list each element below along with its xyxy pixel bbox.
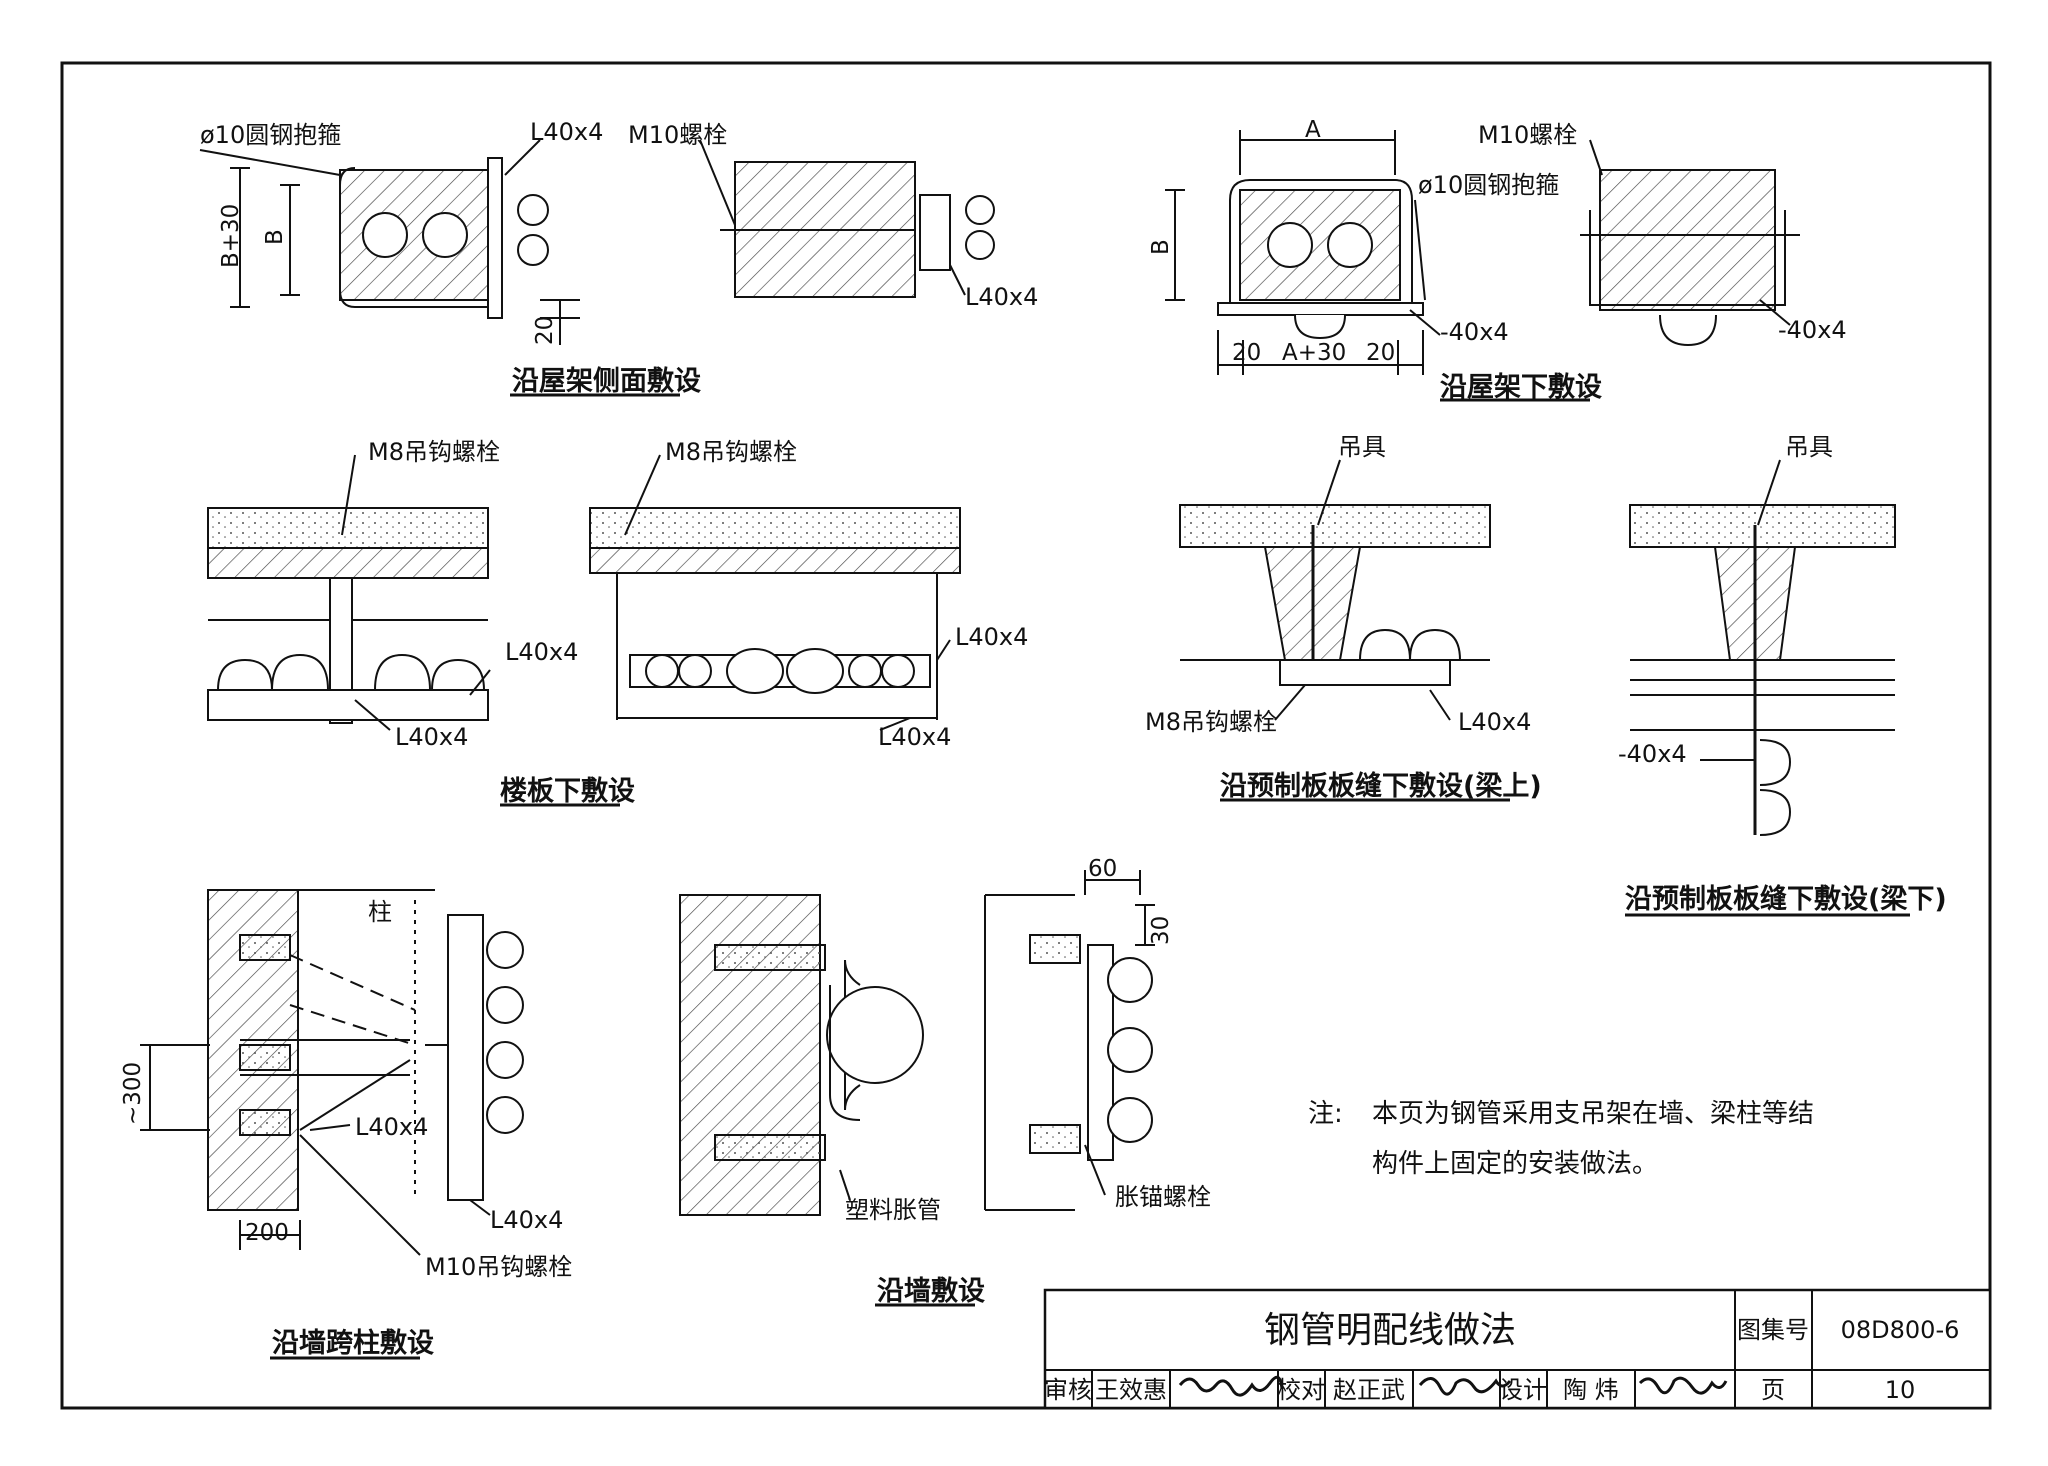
label-hanger-2: 吊具 [1785,433,1833,461]
page-number: 10 [1885,1376,1916,1404]
label-flat-3: -40x4 [1618,740,1687,768]
design-label: 设计 [1499,1376,1547,1404]
check-label: 校对 [1277,1376,1325,1404]
caption-precast-joint-under-beam: 沿预制板板缝下敷设(梁下) [1625,883,1947,915]
dim-b-plus-30: B+30 [218,204,244,268]
label-m8-hook-bolt-1: M8吊钩螺栓 [368,438,500,466]
signature-checker [1418,1377,1512,1396]
title-block-title: 钢管明配线做法 [1264,1310,1516,1351]
note-prefix: 注: [1308,1099,1343,1129]
detail-precast-joint-under-beam [1625,459,1910,917]
label-angle-3: L40x4 [505,638,578,666]
dim-a: A [1305,117,1321,143]
label-angle-5: L40x4 [955,623,1028,651]
signature-designer [1638,1376,1728,1395]
label-plastic-anchor: 塑料胀管 [845,1196,941,1224]
label-round-steel-hoop-1: ø10圆钢抱箍 [200,121,341,149]
dim-20-1: 20 [532,316,558,345]
page-label: 页 [1761,1376,1785,1404]
label-m10-hook-bolt: M10吊钩螺栓 [425,1253,572,1281]
detail-floor-slab-under [207,454,961,807]
label-m8-hook-bolt-2: M8吊钩螺栓 [665,438,797,466]
label-angle-2: L40x4 [965,283,1038,311]
caption-precast-joint-on-beam: 沿预制板板缝下敷设(梁上) [1220,770,1542,802]
label-angle-6: L40x4 [878,723,951,751]
detail-roof-truss-side [199,139,995,397]
caption-floor-slab-under: 楼板下敷设 [500,775,635,807]
caption-wall-across-column: 沿墙跨柱敷设 [272,1327,434,1359]
checker-name: 赵正武 [1333,1376,1405,1404]
atlas-label: 图集号 [1737,1316,1809,1344]
label-expansion-bolt: 胀锚螺栓 [1115,1183,1211,1211]
note-line-2: 构件上固定的安装做法。 [1372,1149,1658,1179]
dim-60: 60 [1088,856,1117,882]
sheet-border [60,61,1992,1410]
label-angle-9: L40x4 [490,1206,563,1234]
label-m10-bolt-2: M10螺栓 [1478,121,1577,149]
caption-roof-truss-side: 沿屋架侧面敷设 [512,365,701,397]
labels: ø10圆钢抱箍 L40x4 M10螺栓 L40x4 B+30 B 20 沿屋架侧… [120,117,1959,1404]
detail-wall-across-column [140,889,524,1360]
dim-b-2: B [1148,239,1174,255]
atlas-number: 08D800-6 [1841,1316,1960,1344]
label-angle-7: L40x4 [1458,708,1531,736]
label-angle-8: L40x4 [355,1113,428,1141]
label-angle-4: L40x4 [395,723,468,751]
label-m8-hook-bolt-3: M8吊钩螺栓 [1145,708,1277,736]
review-label: 审核 [1044,1376,1092,1404]
note-line-1: 本页为钢管采用支吊架在墙、梁柱等结 [1372,1099,1814,1129]
dim-b-1: B [262,229,288,245]
label-hanger-1: 吊具 [1338,433,1386,461]
label-angle-1: L40x4 [530,118,603,146]
label-column: 柱 [368,898,392,926]
label-round-steel-hoop-2: ø10圆钢抱箍 [1418,171,1559,199]
dim-200: 200 [245,1220,289,1246]
designer-name: 陶 炜 [1563,1376,1619,1404]
label-flat-2: -40x4 [1778,316,1847,344]
signature-reviewer [1178,1375,1284,1397]
detail-along-wall [679,870,1155,1307]
detail-roof-truss-under [1165,130,1800,402]
detail-precast-joint-on-beam [1179,459,1510,802]
label-flat-1: -40x4 [1440,318,1509,346]
label-m10-bolt-1: M10螺栓 [628,121,727,149]
dim-20-2: 20 [1232,340,1261,366]
reviewer-name: 王效惠 [1095,1376,1167,1404]
dim-a-plus-30: A+30 [1282,340,1346,366]
dim-30: 30 [1148,916,1174,945]
dim-20-3: 20 [1366,340,1395,366]
dim-approx-300: ~300 [120,1062,146,1125]
caption-roof-truss-under: 沿屋架下敷设 [1440,371,1602,403]
caption-along-wall: 沿墙敷设 [877,1275,985,1307]
